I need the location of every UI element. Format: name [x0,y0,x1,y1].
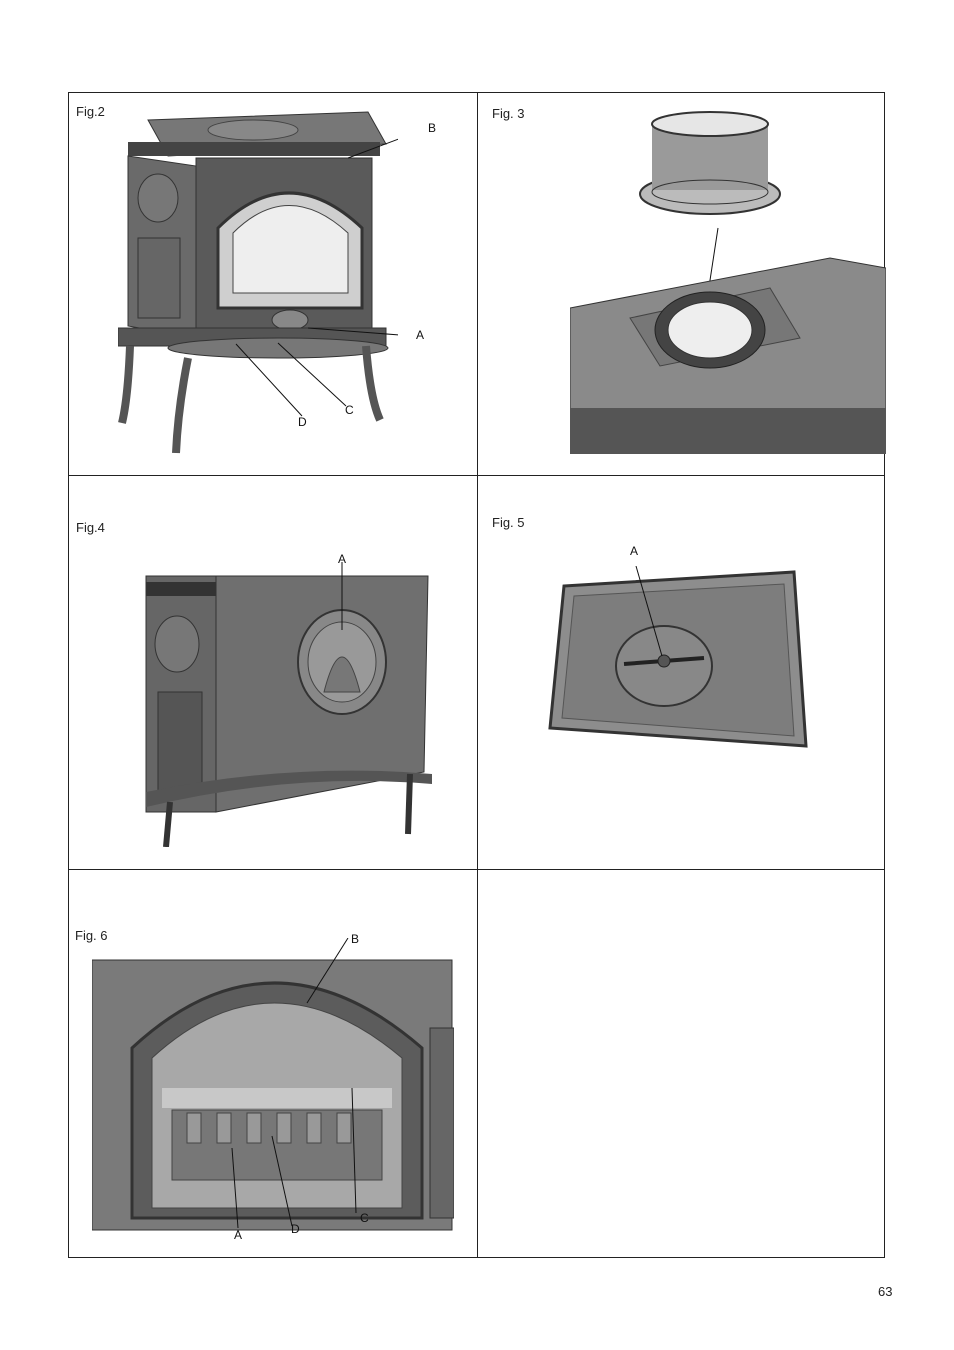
fig6-label-c: C [360,1211,369,1225]
fig2-caption: Fig.2 [76,104,105,119]
fig3-caption: Fig. 3 [492,106,525,121]
page-number: 63 [878,1284,892,1299]
grid-vertical-divider [477,93,478,1257]
fig4-label-a: A [338,552,346,566]
fig5-top-plate-illustration [544,566,816,778]
fig6-label-a: A [234,1228,242,1242]
fig4-caption: Fig.4 [76,520,105,535]
fig3-flue-collar-illustration [570,108,886,454]
fig5-label-a: A [630,544,638,558]
fig6-label-b: B [351,932,359,946]
fig2-label-a: A [416,328,424,342]
fig4-stove-side-illustration [142,562,432,847]
fig2-label-b: B [428,121,436,135]
fig2-label-c: C [345,403,354,417]
fig2-label-d: D [298,415,307,429]
grid-divider-1 [69,475,884,476]
grid-divider-2 [69,869,884,870]
fig2-stove-illustration [118,108,398,458]
fig6-label-d: D [291,1222,300,1236]
fig6-firebox-interior-illustration [92,938,454,1236]
fig5-caption: Fig. 5 [492,515,525,530]
